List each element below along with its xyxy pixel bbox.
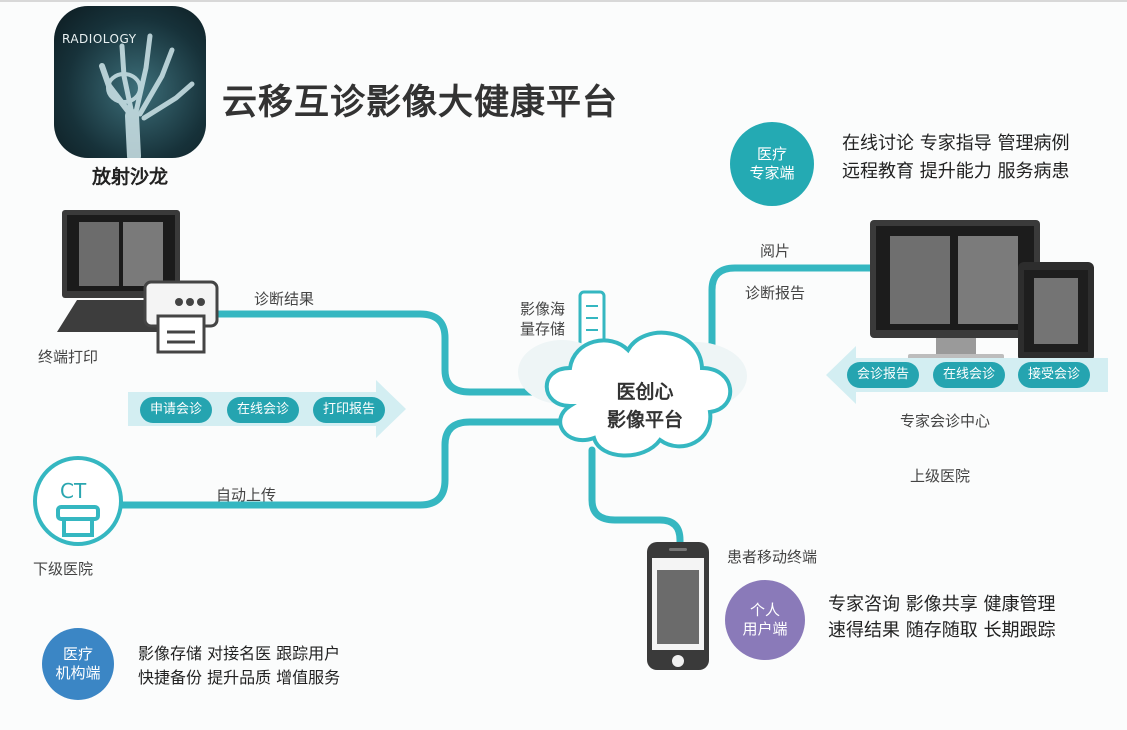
print-report-button[interactable]: 打印报告 <box>313 397 386 423</box>
expert-role-line2: 专家端 <box>749 164 795 182</box>
platform-name: 医创心 影像平台 <box>585 378 705 434</box>
lower-hospital-label: 下级医院 <box>33 560 94 578</box>
cloud-platform-icon <box>518 290 747 458</box>
expert-workstation-icon <box>870 220 1094 362</box>
institution-role-line1: 医疗 <box>62 645 93 663</box>
consultation-center-label: 专家会诊中心 <box>900 412 991 430</box>
storage-label-line1: 影像海 <box>520 300 566 318</box>
top-border <box>0 0 1127 2</box>
expert-role-line1: 医疗 <box>756 145 787 163</box>
diagnosis-report-label: 诊断报告 <box>745 284 806 302</box>
diagnosis-result-label: 诊断结果 <box>254 290 315 308</box>
platform-name-line1: 医创心 <box>616 381 674 403</box>
xray-hand-icon <box>99 33 195 158</box>
institution-features: 影像存储 对接名医 跟踪用户 快捷备份 提升品质 增值服务 <box>138 642 340 690</box>
ct-label: CT <box>60 479 87 503</box>
expert-role-badge: 医疗专家端 <box>730 122 814 206</box>
printer-label: 终端打印 <box>38 348 99 366</box>
workstation-connector <box>708 264 879 354</box>
ct-connector <box>111 418 569 509</box>
personal-features: 专家咨询 影像共享 健康管理 速得结果 随存随取 长期跟踪 <box>828 592 1055 644</box>
online-consultation-button-right[interactable]: 在线会诊 <box>933 362 1006 388</box>
app-name: 放射沙龙 <box>91 166 168 188</box>
printer-terminal-icon <box>57 210 219 354</box>
personal-role-line1: 个人 <box>749 601 780 619</box>
platform-name-line2: 影像平台 <box>606 409 683 431</box>
ct-scanner-icon <box>33 456 123 546</box>
expert-feature-2: 远程教育 提升能力 服务病患 <box>842 161 1070 182</box>
institution-feature-1: 影像存储 对接名医 跟踪用户 <box>138 644 341 663</box>
printer-connector <box>201 310 569 396</box>
storage-label-line2: 量存储 <box>520 320 566 338</box>
expert-feature-1: 在线讨论 专家指导 管理病例 <box>842 133 1070 154</box>
app-brand-text: RADIOLOGY <box>62 32 137 46</box>
institution-role-badge: 医疗机构端 <box>42 628 114 700</box>
consultation-report-button[interactable]: 会诊报告 <box>847 362 920 388</box>
page-title: 云移互诊影像大健康平台 <box>222 83 619 123</box>
personal-role-badge: 个人用户端 <box>725 580 805 660</box>
institution-role-line2: 机构端 <box>55 664 101 682</box>
personal-role-line2: 用户端 <box>742 620 788 638</box>
apply-consultation-button[interactable]: 申请会诊 <box>140 397 213 423</box>
personal-feature-2: 速得结果 随存随取 长期跟踪 <box>828 620 1056 641</box>
institution-feature-2: 快捷备份 提升品质 增值服务 <box>138 668 341 687</box>
patient-mobile-icon <box>647 542 709 670</box>
upper-hospital-label: 上级医院 <box>910 467 971 485</box>
accept-consultation-button[interactable]: 接受会诊 <box>1018 362 1091 388</box>
personal-feature-1: 专家咨询 影像共享 健康管理 <box>828 594 1056 615</box>
expert-features: 在线讨论 专家指导 管理病例 远程教育 提升能力 服务病患 <box>842 130 1069 186</box>
radiology-app-icon: RADIOLOGY <box>54 6 206 158</box>
online-consultation-button-left[interactable]: 在线会诊 <box>227 397 300 423</box>
patient-mobile-label: 患者移动终端 <box>727 548 818 566</box>
read-image-label: 阅片 <box>760 242 791 260</box>
mobile-connector <box>588 446 684 552</box>
auto-upload-label: 自动上传 <box>216 486 277 504</box>
